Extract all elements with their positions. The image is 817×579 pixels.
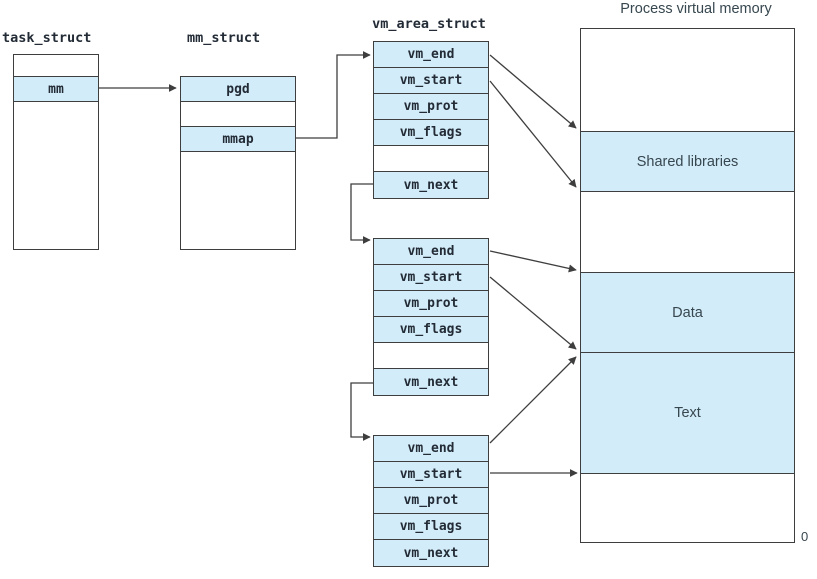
memory-region-shared-libraries: Shared libraries	[581, 132, 794, 192]
memory-region-middle-blank	[581, 192, 794, 273]
arrow-vma3-vm-end-to-text-top	[489, 356, 577, 444]
vma1-vm-prot-label: vm_prot	[403, 99, 459, 114]
mm-cell-label: mm	[48, 81, 64, 97]
arrow-vma1-vm-next-to-vma2	[350, 183, 374, 244]
memory-region-text: Text	[581, 353, 794, 474]
mmap-cell-label: mmap	[222, 131, 254, 147]
mm-struct-box: pgd mmap	[180, 76, 296, 250]
data-label: Data	[672, 304, 703, 321]
vma3-vm-start-label: vm_start	[399, 467, 463, 482]
memory-origin-zero-label: 0	[801, 529, 809, 544]
vma2-vm-next-cell: vm_next	[374, 369, 488, 395]
shared-libraries-label: Shared libraries	[636, 153, 739, 170]
vma1-vm-flags-label: vm_flags	[399, 125, 463, 140]
text-label: Text	[674, 405, 701, 421]
task-struct-blank-row	[14, 55, 98, 77]
process-virtual-memory-column: Shared libraries Data Text	[580, 28, 795, 543]
memory-region-data: Data	[581, 273, 794, 353]
vma2-vm-flags-label: vm_flags	[399, 322, 463, 337]
vma2-vm-prot-label: vm_prot	[403, 296, 459, 311]
mm-struct-blank-row	[181, 102, 295, 127]
vma1-vm-end-label: vm_end	[407, 47, 455, 62]
mm-struct-title: mm_struct	[187, 30, 261, 46]
mm-struct-empty-area	[181, 152, 295, 249]
vma1-vm-next-cell: vm_next	[374, 172, 488, 198]
vma2-vm-start-label: vm_start	[399, 270, 463, 285]
arrow-vma2-vm-next-to-vma3	[350, 382, 374, 441]
vma3-vm-end-cell: vm_end	[374, 436, 488, 462]
memory-region-top-blank	[581, 29, 794, 132]
vm-area-struct-3: vm_end vm_start vm_prot vm_flags vm_next	[373, 435, 489, 567]
vma1-vm-prot-cell: vm_prot	[374, 94, 488, 120]
vm-area-struct-title: vm_area_struct	[372, 16, 486, 32]
task-struct-title: task_struct	[2, 30, 92, 46]
task-struct-mm-cell: mm	[14, 77, 98, 102]
vma2-vm-next-label: vm_next	[403, 374, 459, 390]
vma3-vm-next-cell: vm_next	[374, 540, 488, 566]
vma2-vm-flags-cell: vm_flags	[374, 317, 488, 343]
vma1-vm-start-cell: vm_start	[374, 68, 488, 94]
vma1-vm-flags-cell: vm_flags	[374, 120, 488, 146]
vma2-vm-end-label: vm_end	[407, 244, 455, 259]
vma2-vm-start-cell: vm_start	[374, 265, 488, 291]
pgd-cell-label: pgd	[226, 81, 250, 97]
vma1-blank-cell	[374, 146, 488, 172]
mm-struct-mmap-cell: mmap	[181, 127, 295, 152]
vma3-vm-flags-cell: vm_flags	[374, 514, 488, 540]
arrow-vma1-vm-end-to-shared-libs-top	[489, 54, 577, 129]
vm-area-struct-2: vm_end vm_start vm_prot vm_flags vm_next	[373, 238, 489, 396]
vma3-vm-flags-label: vm_flags	[399, 519, 463, 534]
mm-struct-pgd-cell: pgd	[181, 77, 295, 102]
task-struct-empty-area	[14, 102, 98, 249]
arrow-vma1-vm-start-to-shared-libs-bottom	[489, 80, 577, 188]
vma3-vm-start-cell: vm_start	[374, 462, 488, 488]
arrow-mmap-to-vma1-vm-end	[296, 51, 371, 139]
process-virtual-memory-title: Process virtual memory	[620, 1, 772, 17]
task-struct-box: mm	[13, 54, 99, 250]
vma2-vm-end-cell: vm_end	[374, 239, 488, 265]
vma1-vm-next-label: vm_next	[403, 177, 459, 193]
vma1-vm-end-cell: vm_end	[374, 42, 488, 68]
vma2-blank-cell	[374, 343, 488, 369]
vma1-vm-start-label: vm_start	[399, 73, 463, 88]
vma3-vm-prot-cell: vm_prot	[374, 488, 488, 514]
vma3-vm-prot-label: vm_prot	[403, 493, 459, 508]
vma2-vm-prot-cell: vm_prot	[374, 291, 488, 317]
vm-area-struct-1: vm_end vm_start vm_prot vm_flags vm_next	[373, 41, 489, 199]
arrow-vma2-vm-end-to-data-top	[489, 250, 577, 273]
vma3-vm-end-label: vm_end	[407, 441, 455, 456]
arrow-vma2-vm-start-to-data-bottom	[489, 276, 577, 350]
vma3-vm-next-label: vm_next	[403, 545, 459, 561]
